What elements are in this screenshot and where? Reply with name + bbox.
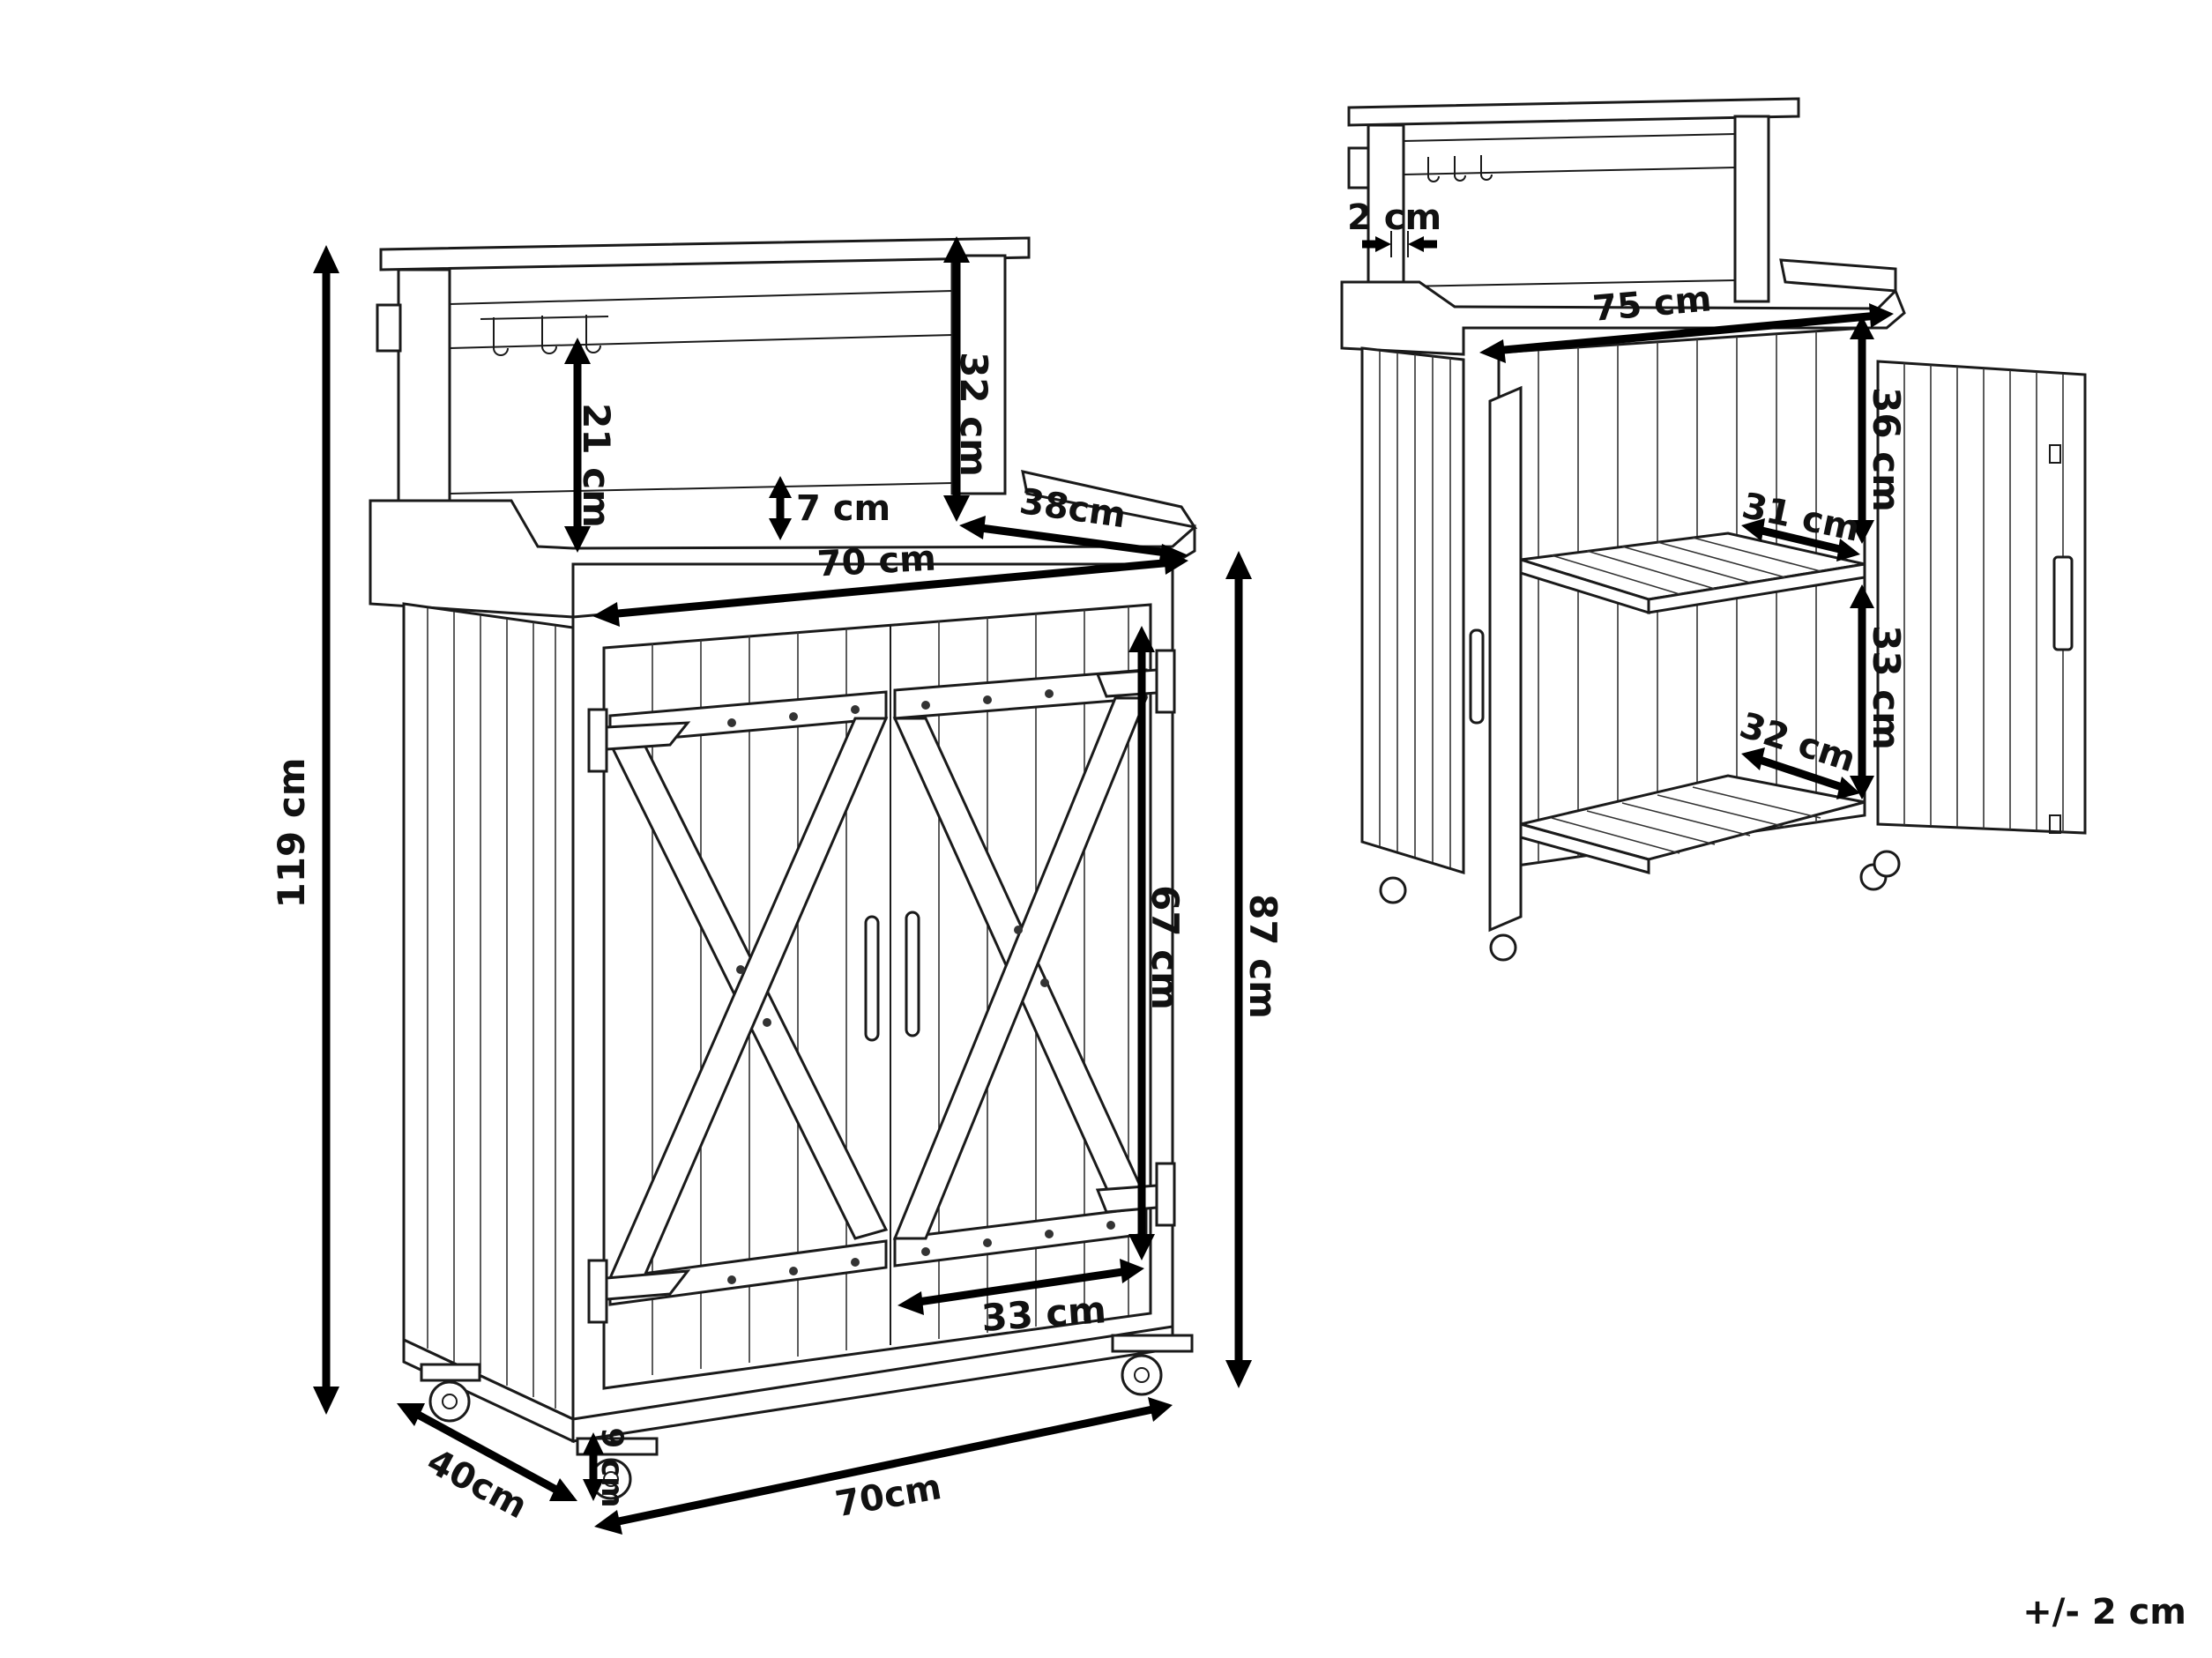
base-depth-label: 40cm [421, 1441, 533, 1527]
total-height-label: 119 cm [270, 758, 313, 909]
open-view-cabinet [1340, 97, 2087, 962]
tolerance-label: +/- 2 cm [2022, 1592, 2186, 1632]
front-view-cabinet [369, 236, 1198, 1500]
shelf-gap-label: 2 cm [1347, 197, 1441, 238]
door-handle-icon [864, 911, 920, 1042]
hook-icon [1427, 155, 1493, 182]
hook-icon [480, 315, 609, 356]
lower-height-label: 33 cm [1865, 625, 1908, 750]
door-width-label: 33 cm [980, 1288, 1108, 1340]
door-height-label: 67 cm [1143, 885, 1187, 1010]
hutch-height-label: 32 cm [952, 352, 995, 477]
caster-wheel-icon [420, 1334, 1194, 1500]
backsplash-height-label: 7 cm [796, 488, 890, 529]
top-width-label: 70 cm [816, 539, 937, 585]
caster-wheel-icon [1379, 850, 1901, 962]
wheel-height-label: 9 cm [594, 1427, 629, 1507]
top-depth-label: 38cm [1017, 481, 1128, 536]
hook-rail-height-label: 21 cm [575, 403, 618, 528]
dimension-arrows [313, 231, 1894, 1535]
upper-height-label: 36 cm [1865, 387, 1908, 512]
cabinet-height-label: 87 cm [1241, 894, 1285, 1019]
